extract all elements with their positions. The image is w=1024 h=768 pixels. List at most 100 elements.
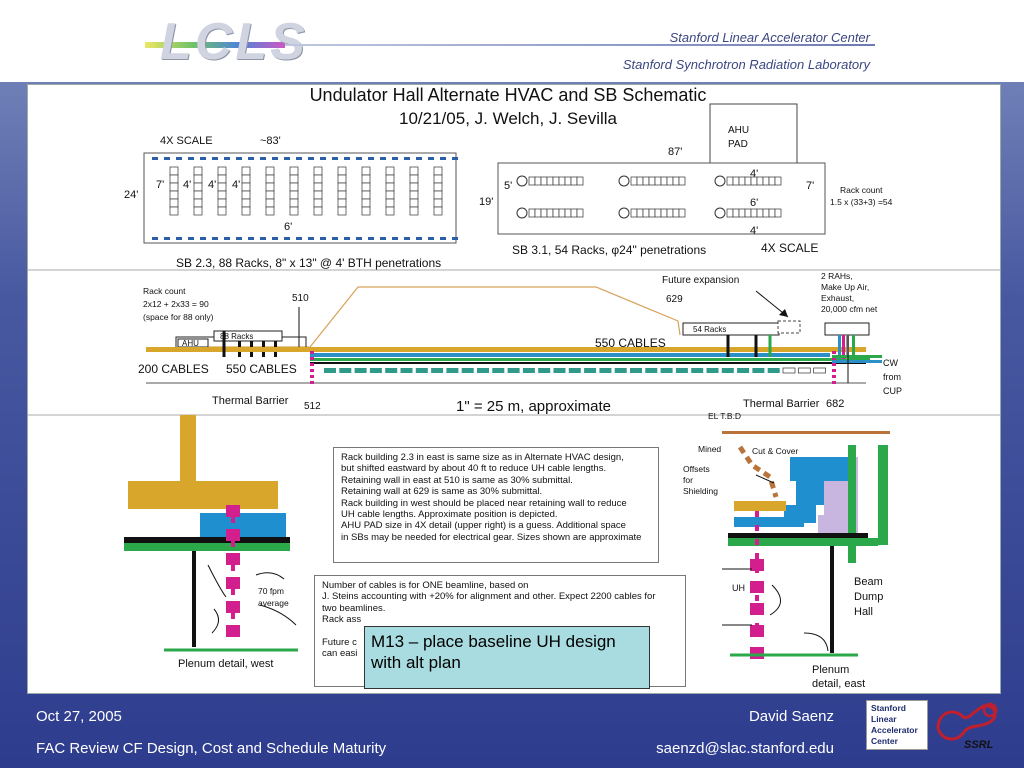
- left-dim-7: 7': [156, 179, 164, 191]
- barrier-dot: [310, 369, 314, 372]
- penetration-mark: [344, 237, 350, 240]
- marker-629: 629: [666, 294, 683, 305]
- penetration-mark: [380, 237, 386, 240]
- cw-supply-line: [832, 355, 882, 358]
- penetration-mark: [392, 237, 398, 240]
- stack-link: [755, 581, 759, 587]
- undulator-segment: [721, 368, 734, 373]
- rack-unit: [433, 206, 443, 216]
- rah-1: 2 RAHs,: [821, 271, 853, 281]
- rack-unit: [534, 176, 542, 186]
- rack-unit: [265, 174, 275, 184]
- rack-unit: [313, 166, 323, 176]
- cw-3: CUP: [883, 386, 902, 396]
- airflow-label-1: 70 fpm: [258, 586, 284, 596]
- plenum-west-caption: Plenum detail, west: [178, 658, 273, 670]
- rack-unit: [636, 176, 644, 186]
- rack-unit: [648, 176, 656, 186]
- undulator-segment: [507, 368, 520, 373]
- undulator-segment: [354, 368, 367, 373]
- rack-unit: [337, 190, 347, 200]
- rack-unit: [534, 208, 542, 218]
- hall-section: Rack count 2x12 + 2x33 = 90 (space for 8…: [138, 271, 902, 415]
- undulator-segment: [400, 368, 413, 373]
- penetration-mark: [212, 157, 218, 160]
- penetration-mark: [248, 237, 254, 240]
- stack-link: [231, 589, 235, 595]
- penetration-mark: [452, 157, 458, 160]
- rack-unit: [738, 176, 746, 186]
- plenum-detail-west: 70 fpm average Plenum detail, west: [124, 415, 298, 670]
- stack-block: [750, 647, 764, 659]
- thermal-barrier-right: Thermal Barrier: [743, 398, 820, 410]
- rack-unit: [361, 182, 371, 192]
- rack-unit: [193, 166, 203, 176]
- rack-unit: [546, 208, 554, 218]
- rack-unit: [265, 198, 275, 208]
- penetration-mark: [272, 157, 278, 160]
- penetration-circle: [714, 207, 726, 219]
- diagram-subtitle: 10/21/05, J. Welch, J. Sevilla: [399, 109, 618, 128]
- footer-email: saenzd@slac.stanford.edu: [656, 740, 834, 757]
- rack-unit: [558, 176, 566, 186]
- undulator-segment: [584, 368, 597, 373]
- cables-200: 200 CABLES: [138, 362, 209, 376]
- design-notes-box: Rack building 2.3 in east is same size a…: [333, 447, 659, 563]
- rack-unit: [337, 198, 347, 208]
- rack-unit: [289, 174, 299, 184]
- rah-4: 20,000 cfm net: [821, 304, 878, 314]
- penetration-circle: [516, 207, 528, 219]
- scale-text: 1" = 25 m, approximate: [456, 398, 611, 415]
- east-offsets-2: for: [683, 475, 693, 485]
- diagram-title: Undulator Hall Alternate HVAC and SB Sch…: [310, 85, 707, 105]
- rack-unit: [217, 198, 227, 208]
- left-plan-outline: [143, 152, 457, 244]
- rack-unit: [660, 176, 668, 186]
- penetration-mark: [332, 157, 338, 160]
- undulator-segment: [706, 368, 719, 373]
- penetration-mark: [260, 157, 266, 160]
- penetration-mark: [332, 237, 338, 240]
- badge-line-4: Center: [871, 736, 898, 746]
- stack-link: [755, 595, 759, 601]
- right-scale-label: 4X SCALE: [761, 241, 818, 255]
- rack-unit: [361, 190, 371, 200]
- undulator-segment: [369, 368, 382, 373]
- rack-unit: [570, 208, 578, 218]
- penetration-mark: [356, 157, 362, 160]
- rack-unit: [265, 182, 275, 192]
- schematic-panel: Undulator Hall Alternate HVAC and SB Sch…: [27, 84, 1001, 694]
- rack-unit: [774, 208, 782, 218]
- undulator-segment: [737, 368, 750, 373]
- rack-unit: [169, 166, 179, 176]
- penetration-mark: [368, 157, 374, 160]
- undulator-segment: [553, 368, 566, 373]
- right-rack-count-formula: 1.5 x (33+3) =54: [830, 197, 893, 207]
- rack-count-2: 2x12 + 2x33 = 90: [143, 299, 209, 309]
- penetration-mark: [404, 157, 410, 160]
- rack-unit: [385, 166, 395, 176]
- ssrl-text: SSRL: [964, 739, 994, 751]
- stack-link: [231, 553, 235, 559]
- west-flow-arrow-2: [255, 572, 285, 580]
- rack-unit: [241, 190, 251, 200]
- thermal-barrier-left: Thermal Barrier: [212, 395, 289, 407]
- undulator-segment: [446, 368, 459, 373]
- rack-unit: [738, 208, 746, 218]
- plenum-east-caption-2: detail, east: [812, 678, 865, 690]
- rack-unit: [576, 176, 584, 186]
- west-black-beam: [124, 537, 290, 543]
- undulator-segment: [568, 368, 581, 373]
- stack-block: [750, 559, 764, 571]
- penetration-mark: [440, 237, 446, 240]
- rack-unit: [385, 182, 395, 192]
- duct-blue: [310, 353, 830, 357]
- east-black-beam: [728, 533, 868, 538]
- airflow-label-2: average: [258, 598, 289, 608]
- rack-unit: [546, 176, 554, 186]
- west-column-top: [180, 415, 196, 495]
- rack-unit: [768, 208, 776, 218]
- barrier-dot: [310, 375, 314, 378]
- rack-unit: [337, 174, 347, 184]
- undulator-segment: [477, 368, 489, 373]
